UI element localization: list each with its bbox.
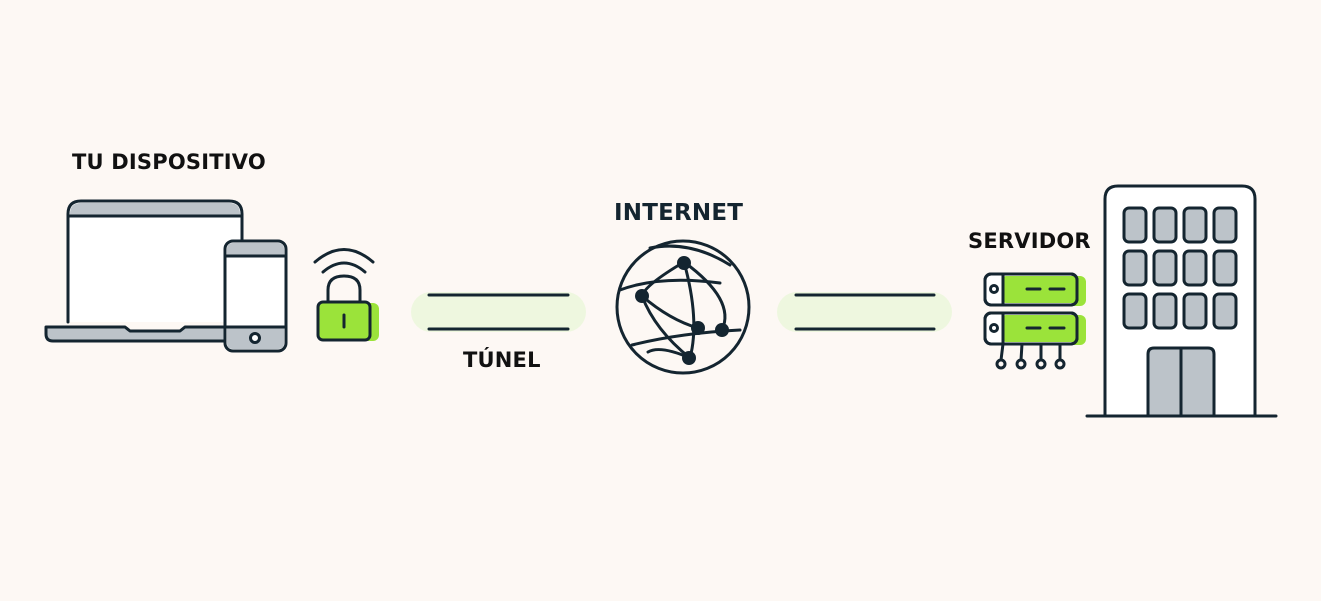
server-label: SERVIDOR bbox=[968, 229, 1091, 253]
network-node bbox=[682, 351, 696, 365]
network-node bbox=[691, 321, 705, 335]
tunnel-label: TÚNEL bbox=[463, 348, 541, 372]
device-label: TU DISPOSITIVO bbox=[72, 150, 266, 174]
padlock-wireless-icon bbox=[313, 248, 379, 342]
network-node bbox=[677, 256, 691, 270]
internet-label: INTERNET bbox=[614, 200, 744, 226]
smartphone-icon bbox=[223, 239, 288, 353]
server-rack-icon bbox=[983, 272, 1086, 370]
tunnel-left bbox=[411, 292, 586, 332]
network-node bbox=[715, 323, 729, 337]
tunnel-right bbox=[777, 292, 952, 332]
network-node bbox=[635, 289, 649, 303]
laptop-icon bbox=[44, 199, 260, 343]
office-building-icon bbox=[1085, 184, 1278, 418]
globe-nodes bbox=[635, 256, 729, 365]
